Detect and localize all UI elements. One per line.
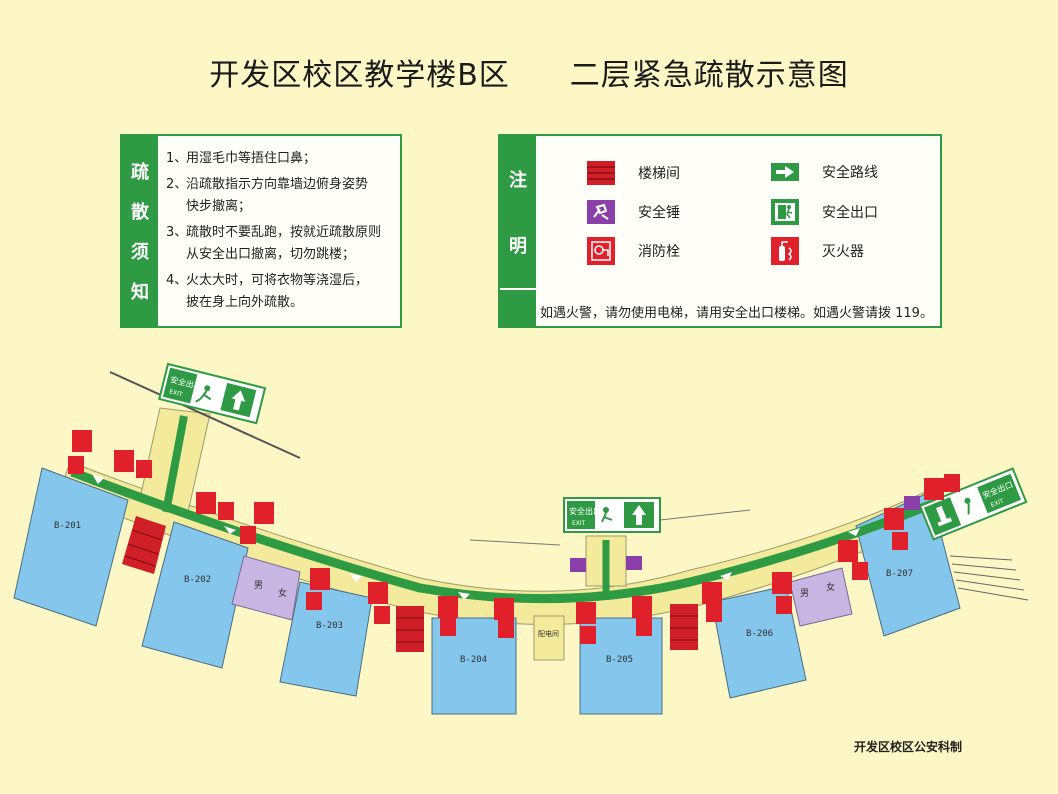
legend-item-extinguisher: 灭火器 [770, 236, 864, 266]
fire-extinguisher-icon [68, 456, 84, 474]
fire-extinguisher-icon [374, 606, 390, 624]
safety-hammer-icon [904, 496, 920, 510]
svg-text:B-206: B-206 [746, 629, 773, 639]
fire-hydrant-icon [494, 598, 514, 620]
fire-hydrant-icon [884, 508, 904, 530]
legend-footnote: 如遇火警，请勿使用电梯，请用安全出口楼梯。如遇火警请拨 119。 [540, 306, 933, 321]
legend-item-route: 安全路线 [770, 162, 878, 182]
fire-hydrant-icon [368, 582, 388, 604]
restroom: 男 女 [231, 555, 301, 621]
fire-extinguisher-icon [498, 620, 514, 638]
safety-exit-icon [771, 199, 799, 225]
note-item: 2、沿疏散指示方向靠墙边俯身姿势快步撤离； [166, 177, 369, 214]
notes-list: 1、用湿毛巾等捂住口鼻； 2、沿疏散指示方向靠墙边俯身姿势快步撤离； 3、疏散时… [166, 148, 396, 318]
svg-text:B-202: B-202 [184, 575, 211, 585]
fire-extinguisher-icon [706, 604, 722, 622]
fire-hydrant-icon [254, 502, 274, 524]
page-title: 开发区校区教学楼B区 二层紧急疏散示意图 [0, 50, 1058, 94]
legend-item-hammer: 安全锤 [586, 199, 680, 225]
stairwell [396, 606, 424, 652]
svg-text:安全出口: 安全出口 [569, 506, 601, 516]
stairwell [122, 516, 166, 574]
stairwell [670, 604, 698, 650]
notes-side-label: 疏 散 须 知 [122, 136, 158, 326]
svg-text:B-207: B-207 [886, 569, 913, 579]
note-item: 4、火太大时，可将衣物等浇湿后，披在身上向外疏散。 [166, 273, 369, 310]
legend-item-exit: 安全出口 [770, 198, 878, 226]
fire-extinguisher-icon [440, 618, 456, 636]
fire-hydrant-icon [772, 572, 792, 594]
stairwell-icon [587, 161, 615, 185]
svg-text:女: 女 [826, 581, 835, 593]
fire-hydrant-icon [632, 596, 652, 618]
fire-extinguisher-icon [240, 526, 256, 544]
room-b202: B-202 [141, 521, 249, 669]
evacuation-route [162, 415, 188, 513]
title-floor: 二层紧急疏散示意图 [569, 58, 849, 93]
floor-plan: B-201 B-202 B-203 B-204 B-205 B-206 B-20… [13, 362, 1029, 715]
title-building: 开发区校区教学楼B区 [209, 58, 510, 93]
fire-extinguisher-icon [136, 460, 152, 478]
fire-hydrant-icon [576, 602, 596, 624]
legend-panel: 注 明 楼梯间 安全锤 消防栓 安全路线 [498, 134, 942, 328]
fire-hydrant-icon [438, 596, 458, 618]
legend-side-label: 注 明 [500, 136, 536, 288]
exit-sign-north: 安全出口 EXIT [158, 362, 267, 425]
svg-text:男: 男 [800, 588, 809, 599]
safety-hammer-icon [587, 200, 615, 224]
svg-text:EXIT: EXIT [572, 520, 586, 527]
fire-extinguisher-icon [944, 474, 960, 492]
fire-hydrant-icon [924, 478, 944, 500]
safety-hammer-icon [570, 558, 586, 572]
safety-hammer-markers [570, 496, 920, 572]
evacuation-notes-panel: 疏 散 须 知 1、用湿毛巾等捂住口鼻； 2、沿疏散指示方向靠墙边俯身姿势快步撤… [120, 134, 402, 328]
fire-hydrant-icon [310, 568, 330, 590]
safety-hammer-icon [626, 556, 642, 570]
fire-hydrant-icon [114, 450, 134, 472]
fire-hydrant-icon [838, 540, 858, 562]
svg-text:B-204: B-204 [460, 655, 487, 665]
svg-text:B-205: B-205 [606, 655, 633, 665]
svg-text:B-203: B-203 [316, 621, 343, 631]
fire-extinguisher-icon [771, 237, 799, 265]
svg-text:女: 女 [278, 587, 287, 599]
exit-sign-east: 安全出口 EXIT [918, 467, 1028, 541]
safe-route-arrow-icon [771, 163, 799, 181]
svg-text:EXIT: EXIT [169, 388, 184, 398]
fire-extinguisher-icon [218, 502, 234, 520]
exit-sign-center: 安全出口 EXIT [563, 497, 661, 533]
fire-extinguisher-icon [636, 618, 652, 636]
route-arrows [92, 474, 860, 608]
credit: 开发区校区公安科制 [854, 740, 963, 754]
fire-extinguisher-icon [852, 562, 868, 580]
fire-equipment-markers [68, 430, 960, 644]
svg-text:配电间: 配电间 [538, 629, 559, 638]
electric-room: 配电间 [533, 615, 565, 661]
fire-extinguisher-icon [776, 596, 792, 614]
fire-hydrant-icon [587, 237, 615, 265]
room-b203: B-203 [279, 581, 373, 697]
fire-extinguisher-icon [306, 592, 322, 610]
outdoor-stairs [949, 555, 1029, 601]
svg-text:EXIT: EXIT [990, 497, 1005, 509]
restroom: 男 女 [789, 567, 853, 627]
fire-hydrant-icon [72, 430, 92, 452]
svg-text:B-201: B-201 [54, 521, 81, 531]
room-b201: B-201 [13, 467, 129, 627]
fire-extinguisher-icon [892, 532, 908, 550]
note-item: 1、用湿毛巾等捂住口鼻； [166, 151, 317, 166]
fire-extinguisher-icon [580, 626, 596, 644]
svg-text:男: 男 [254, 580, 263, 591]
fire-hydrant-icon [702, 582, 722, 604]
legend-side-footer [500, 290, 536, 326]
note-item: 3、疏散时不要乱跑，按就近疏散原则从安全出口撤离，切勿跳楼； [166, 225, 382, 262]
legend-item-hydrant: 消防栓 [586, 236, 680, 266]
fire-hydrant-icon [196, 492, 216, 514]
legend-item-stairwell: 楼梯间 [586, 160, 680, 186]
